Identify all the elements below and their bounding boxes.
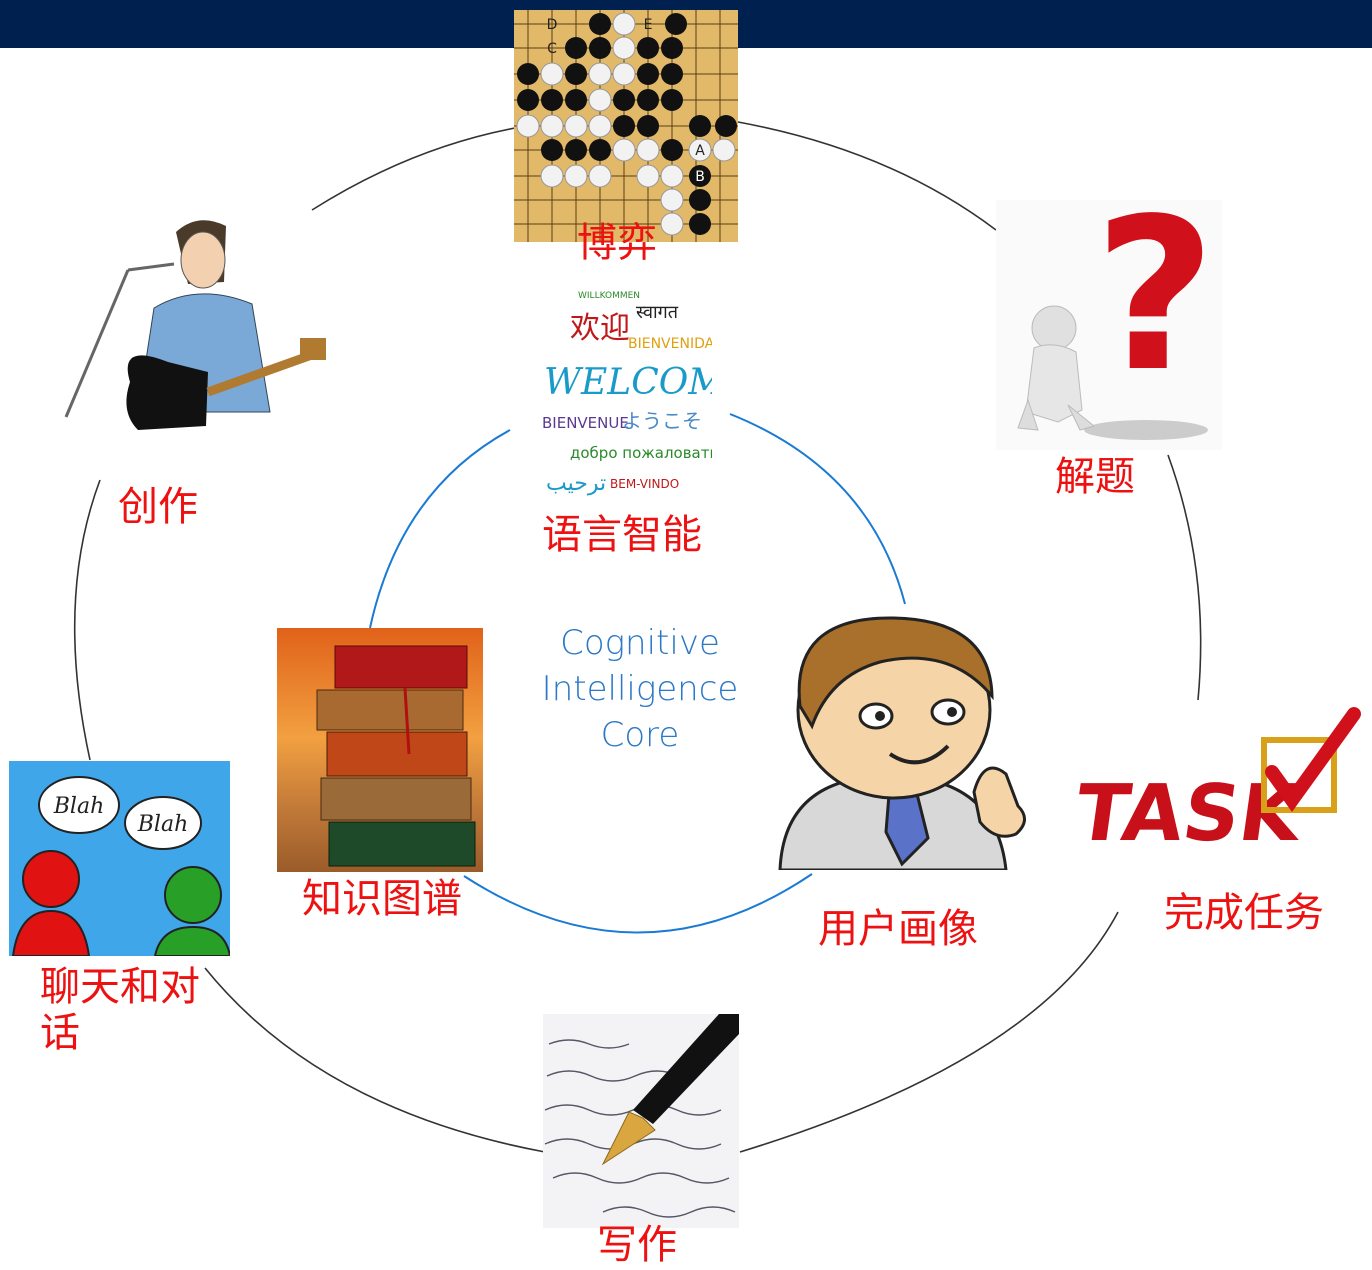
board-mark: D — [547, 17, 558, 33]
question-mark-icon: ? — [1017, 200, 1216, 440]
outer-arc — [739, 911, 1119, 1153]
outer-ring — [73, 121, 1202, 1153]
go-board-image: D E C A B — [514, 10, 738, 242]
word: BEM-VINDO — [610, 477, 679, 491]
label-chat: 聊天和对 — [40, 964, 200, 1010]
word: добро пожаловать — [570, 444, 712, 462]
label-writing: 写作 — [597, 1222, 677, 1268]
question-image: ? — [996, 200, 1222, 450]
bubble-text: Blah — [53, 794, 105, 819]
label-create: 创作 — [118, 484, 198, 530]
label-solve: 解题 — [1055, 454, 1135, 500]
board-mark: C — [547, 41, 557, 57]
outer-arc — [311, 127, 516, 211]
go-board-icon: D E C A B — [514, 10, 738, 242]
guitarist-image — [58, 212, 330, 452]
word: स्वागत — [636, 302, 679, 323]
inner-arc — [463, 873, 813, 934]
pen-icon — [544, 1014, 739, 1218]
core-line: Core — [600, 715, 680, 755]
board-mark: E — [644, 17, 653, 33]
board-mark: B — [695, 169, 705, 185]
profile-image — [770, 606, 1032, 870]
chat-image: Blah Blah — [9, 761, 230, 956]
core-title: Cognitive Intelligence Core — [520, 620, 760, 758]
chat-people-icon: Blah Blah — [11, 776, 230, 956]
inner-ring — [369, 413, 906, 934]
word: 欢迎 — [570, 311, 630, 346]
bubble-text: Blah — [137, 812, 189, 837]
label-chat-line2: 话 — [40, 1010, 80, 1056]
word: BIENVENIDA — [628, 336, 712, 352]
core-line: Intelligence — [541, 669, 739, 709]
outer-arc — [737, 121, 997, 231]
books-image — [277, 628, 483, 872]
word: WELCOME — [544, 362, 712, 403]
word: ترحيب — [546, 471, 606, 496]
inner-arc — [369, 429, 511, 629]
language-words-icon: WILLKOMMEN स्वागत 欢迎 BIENVENIDA WELCOME … — [542, 291, 712, 496]
board-mark: A — [695, 143, 705, 159]
svg-text:?: ? — [1094, 200, 1216, 418]
outer-arc — [73, 479, 101, 761]
label-task: 完成任务 — [1164, 890, 1324, 936]
word: BIENVENUE — [542, 414, 629, 432]
guitarist-icon — [64, 220, 326, 430]
task-sign-icon: TASK — [1078, 707, 1361, 859]
inner-arc — [729, 413, 906, 605]
outer-arc — [1167, 454, 1202, 701]
outer-arc — [204, 967, 546, 1153]
label-knowledge: 知识图谱 — [302, 876, 462, 922]
task-sign-text: TASK — [1078, 768, 1310, 859]
language-words-image: WILLKOMMEN स्वागत 欢迎 BIENVENIDA WELCOME … — [540, 286, 712, 502]
word: WILLKOMMEN — [578, 291, 640, 301]
writing-image — [543, 1014, 739, 1228]
label-language: 语言智能 — [542, 512, 702, 558]
label-game: 博弈 — [577, 220, 657, 266]
word: ようこそ — [622, 409, 702, 433]
label-profile: 用户画像 — [818, 906, 978, 952]
task-image: TASK — [1078, 700, 1372, 910]
user-avatar-icon — [778, 616, 1026, 870]
book-stack-icon — [316, 645, 476, 867]
core-line: Cognitive — [560, 623, 720, 663]
